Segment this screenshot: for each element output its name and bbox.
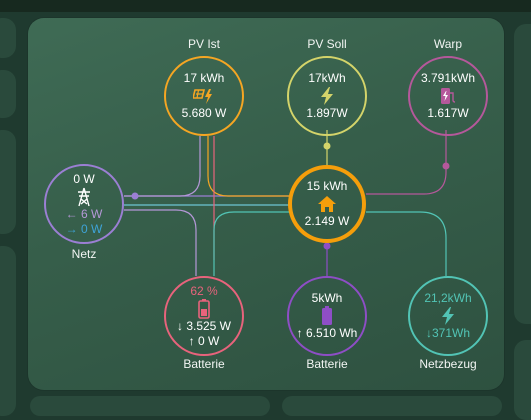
flow-dot-pvsoll [323, 142, 331, 150]
transmission-tower-icon [76, 187, 92, 207]
pv-soll-node[interactable]: 17kWh 1.897W [287, 56, 367, 136]
side-card-right-1 [514, 24, 531, 324]
netzbezug-power: ↓371Wh [425, 326, 471, 340]
netz-import: → 0 W [65, 221, 103, 236]
batterie1-charge: ↑ 0 W [188, 333, 220, 348]
netzbezug-energy: 21,2kWh [424, 291, 472, 305]
side-card-right-2 [514, 340, 531, 420]
side-card-left-2 [0, 70, 16, 118]
home-icon [318, 194, 336, 214]
pv-ist-node[interactable]: 17 kWh 5.680 W [164, 56, 244, 136]
batterie2-energy: 5kWh [311, 291, 343, 305]
batterie1-label: Batterie [183, 357, 225, 371]
pv-soll-energy: 17kWh [308, 71, 346, 85]
home-energy: 15 kWh [306, 179, 348, 193]
warp-energy: 3.791kWh [420, 71, 476, 85]
battery-icon [198, 298, 210, 319]
pv-soll-power: 1.897W [306, 106, 348, 120]
batterie1-soc: 62 % [190, 283, 218, 298]
netz-node[interactable]: 0 W ← 6 W → 0 W [44, 164, 124, 244]
ev-charger-icon [440, 86, 456, 106]
netzbezug-node[interactable]: 21,2kWh ↓371Wh [408, 276, 488, 356]
battery-icon [321, 306, 333, 326]
batterie1-node[interactable]: 62 % ↓ 3.525 W ↑ 0 W [164, 276, 244, 356]
flow-dot-warp [442, 162, 450, 170]
netz-label: Netz [71, 247, 97, 261]
flow-netzbezug [366, 211, 447, 276]
flow-dot-netz [131, 192, 139, 200]
pv-ist-power: 5.680 W [181, 106, 227, 120]
flow-pv-home [207, 136, 290, 197]
solar-panel-icon [193, 86, 215, 106]
batterie2-node[interactable]: 5kWh ↑ 6.510 Wh [287, 276, 367, 356]
warp-label: Warp [433, 37, 463, 51]
home-power: 2.149 W [304, 214, 350, 228]
pv-ist-energy: 17 kWh [183, 71, 225, 85]
netz-power: 0 W [73, 171, 95, 186]
flow-battery-home [213, 211, 290, 276]
side-card-left-3 [0, 130, 16, 234]
batterie2-label: Batterie [306, 357, 348, 371]
side-card-left-1 [0, 18, 16, 58]
pv-soll-label: PV Soll [307, 37, 347, 51]
batterie2-power: ↑ 6.510 Wh [296, 326, 358, 340]
home-node[interactable]: 15 kWh 2.149 W [288, 165, 366, 243]
side-card-left-4 [0, 246, 16, 416]
flow-dot-battery2 [323, 242, 331, 250]
flow-battery-netz [124, 209, 197, 276]
lightning-bolt-icon [320, 86, 334, 106]
netz-export: ← 6 W [65, 206, 103, 221]
lightning-outline-icon [441, 306, 455, 326]
warp-node[interactable]: 3.791kWh 1.617W [408, 56, 488, 136]
warp-power: 1.617W [427, 106, 469, 120]
flow-pv-netz [124, 136, 201, 197]
flow-home-warp [366, 130, 447, 195]
netzbezug-label: Netzbezug [419, 357, 477, 371]
top-bar [0, 0, 531, 12]
pv-ist-label: PV Ist [187, 37, 220, 51]
flow-lines [124, 130, 450, 276]
batterie1-discharge: ↓ 3.525 W [176, 318, 232, 333]
